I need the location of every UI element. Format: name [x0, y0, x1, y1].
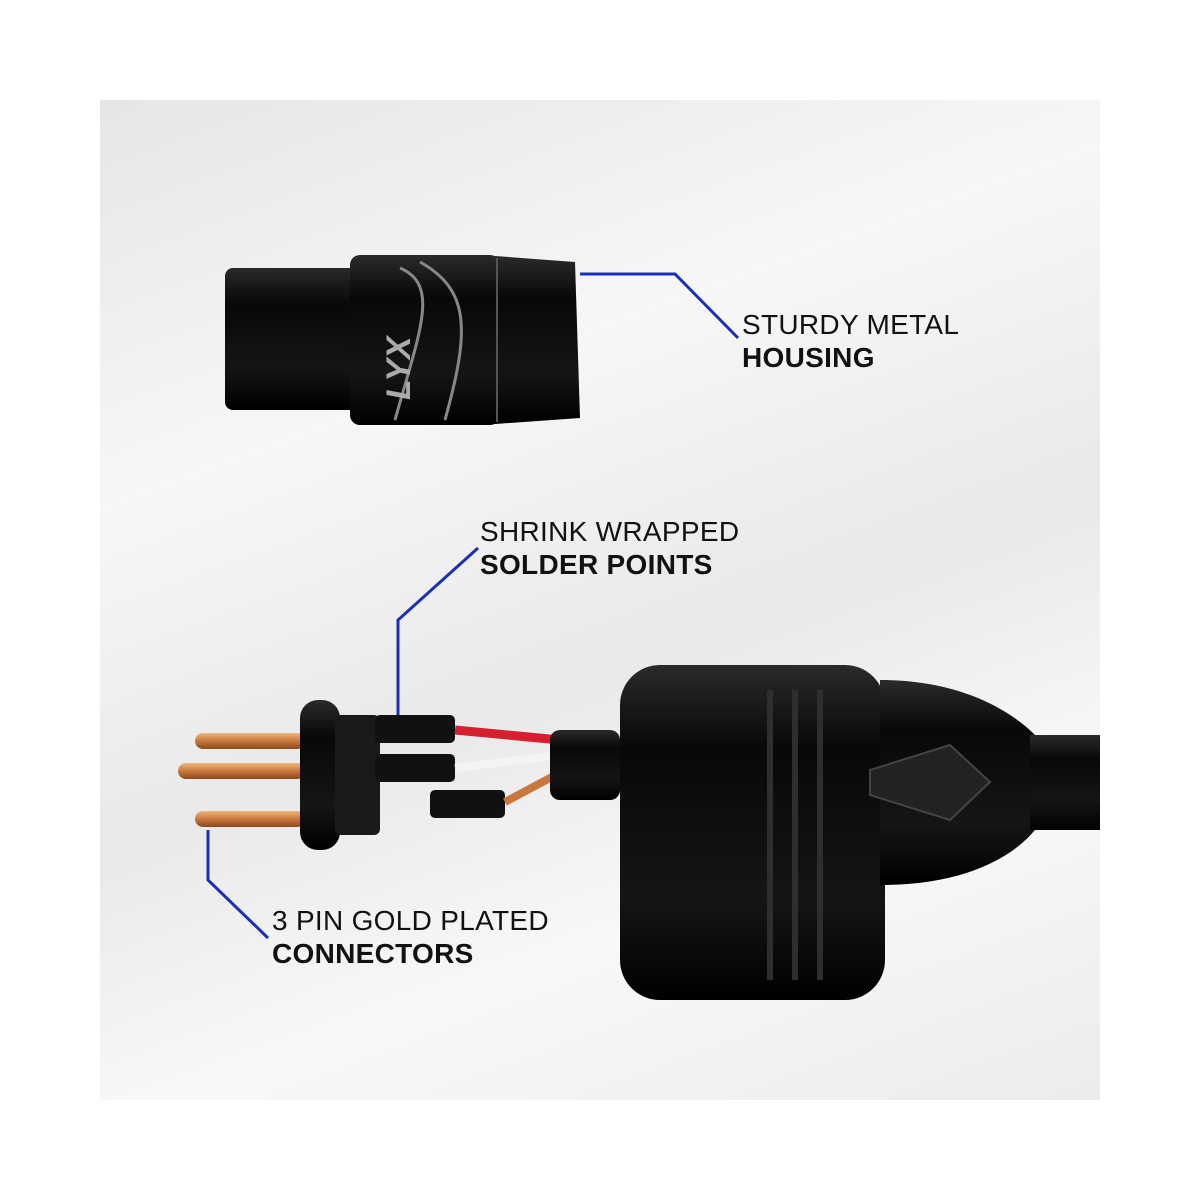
- housing-callout: STURDY METAL HOUSING: [742, 308, 959, 374]
- callout-line1: SHRINK WRAPPED: [480, 516, 740, 547]
- pins-callout: 3 PIN GOLD PLATED CONNECTORS: [272, 904, 549, 970]
- xlr-connector-body: [550, 665, 1100, 1000]
- pins-callout-line: [206, 830, 270, 940]
- pin-insert: [178, 700, 567, 850]
- callout-line1: 3 PIN GOLD PLATED: [272, 905, 549, 936]
- callout-line2: SOLDER POINTS: [480, 549, 713, 580]
- callout-line2: CONNECTORS: [272, 938, 474, 969]
- callout-line1: STURDY METAL: [742, 309, 960, 340]
- background-panel: [100, 100, 1100, 1100]
- solder-callout-line: [396, 546, 480, 715]
- callout-line2: HOUSING: [742, 342, 875, 373]
- solder-callout: SHRINK WRAPPED SOLDER POINTS: [480, 515, 739, 581]
- housing-callout-line: [580, 272, 740, 340]
- lyxpro-logo: LYX: [380, 334, 418, 400]
- metal-housing: LYX: [225, 255, 580, 425]
